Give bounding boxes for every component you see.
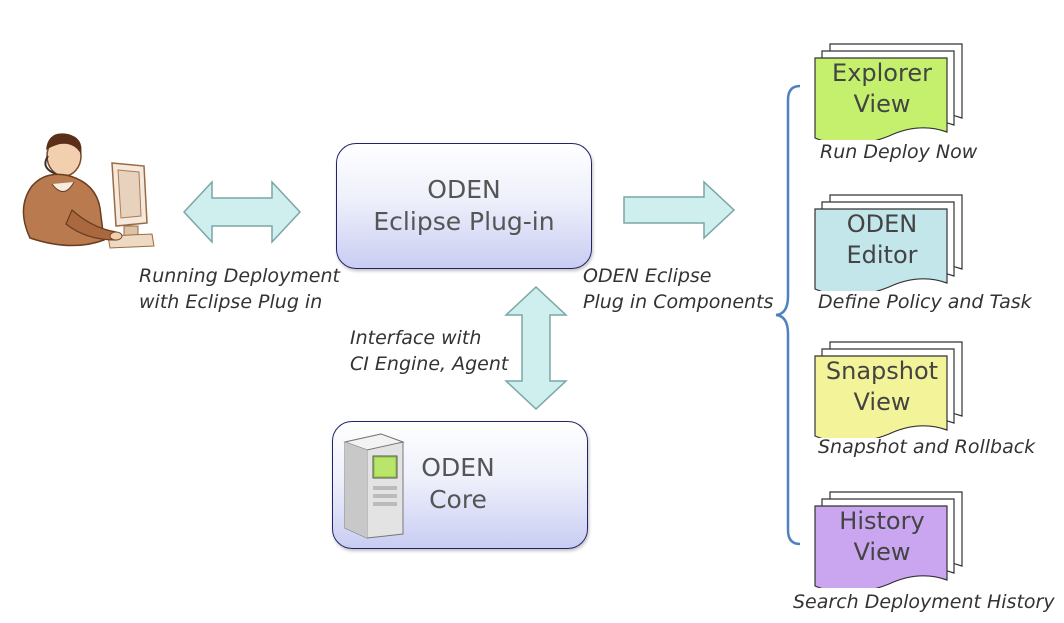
component-oden-editor-line1: ODEN <box>846 210 918 238</box>
plugin-components-arrow <box>623 180 736 240</box>
core-box: ODEN Core <box>332 421 588 549</box>
interface-caption: Interface with CI Engine, Agent <box>350 325 508 377</box>
component-history-view-line1: History <box>839 507 925 535</box>
left-caption-line2: with Eclipse Plug in <box>139 291 323 313</box>
component-history-view-caption: Search Deployment History <box>793 591 1055 613</box>
document-stack-icon <box>814 341 963 438</box>
core-box-line2: Core <box>429 485 487 514</box>
document-stack-icon <box>814 43 963 140</box>
plugin-box-line2: Eclipse Plug-in <box>373 207 555 236</box>
component-snapshot-view-caption: Snapshot and Rollback <box>818 436 1036 458</box>
core-box-label: ODEN Core <box>393 452 523 516</box>
component-explorer-view: Explorer View <box>814 42 964 140</box>
left-caption: Running Deployment with Eclipse Plug in <box>139 263 340 315</box>
interface-caption-line1: Interface with <box>350 327 482 349</box>
user-at-computer-icon <box>22 133 155 249</box>
component-oden-editor-line2: Editor <box>846 241 918 269</box>
component-explorer-view-line1: Explorer <box>832 59 932 87</box>
plugin-box-line1: ODEN <box>427 175 501 204</box>
core-box-line1: ODEN <box>421 453 495 482</box>
plugin-box: ODEN Eclipse Plug-in <box>336 143 592 269</box>
component-history-view-label: History View <box>822 506 942 568</box>
component-snapshot-view-line1: Snapshot <box>825 357 939 385</box>
components-caption-line2: Plug in Components <box>583 291 774 313</box>
component-oden-editor: ODEN Editor <box>814 193 964 291</box>
components-brace <box>775 84 801 546</box>
left-caption-line1: Running Deployment <box>139 265 340 287</box>
plugin-box-label: ODEN Eclipse Plug-in <box>337 174 591 238</box>
component-snapshot-view-line2: View <box>853 388 911 416</box>
component-explorer-view-label: Explorer View <box>822 58 942 120</box>
component-oden-editor-label: ODEN Editor <box>822 209 942 271</box>
component-explorer-view-line2: View <box>853 90 911 118</box>
plugin-core-double-arrow <box>504 285 568 411</box>
server-tower-icon <box>343 433 405 539</box>
component-explorer-view-caption: Run Deploy Now <box>820 141 978 163</box>
component-oden-editor-caption: Define Policy and Task <box>818 291 1032 313</box>
component-snapshot-view-label: Snapshot View <box>822 356 942 418</box>
document-stack-icon <box>814 491 963 588</box>
component-history-view-line2: View <box>853 538 911 566</box>
interface-caption-line2: CI Engine, Agent <box>350 353 509 375</box>
component-history-view: History View <box>814 490 964 588</box>
components-caption-line1: ODEN Eclipse <box>583 265 712 287</box>
component-snapshot-view: Snapshot View <box>814 340 964 438</box>
document-stack-icon <box>814 194 963 291</box>
user-plugin-double-arrow <box>182 180 302 244</box>
components-caption: ODEN Eclipse Plug in Components <box>583 263 773 315</box>
